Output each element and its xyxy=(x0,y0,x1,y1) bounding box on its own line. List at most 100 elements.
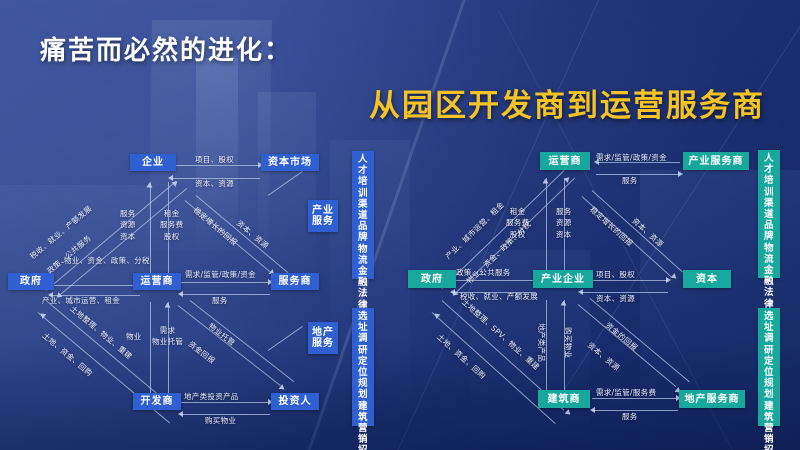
edge-zhengfu-yunying-a xyxy=(50,285,140,286)
edge-qiye-zibenshichang-b xyxy=(170,178,260,179)
listbox-industry-services[interactable]: 人才培训渠道品牌物流金融法律财税技术…… xyxy=(758,150,780,366)
node-qiye[interactable]: 企业 xyxy=(130,154,176,171)
listbox-item: 物流 xyxy=(763,242,774,265)
arrow-head xyxy=(578,289,583,295)
node-touziren[interactable]: 投资人 xyxy=(271,393,319,410)
label-property-funds-policy-tax: 物业、资金、政策、分税 xyxy=(64,256,150,265)
listbox-item: 定位 xyxy=(357,355,368,379)
label-demand-regulation-policy-funds: 需求/监管/政策/资金 xyxy=(185,270,256,279)
edge-yunying-fuwushang-a xyxy=(180,282,270,283)
listbox-item: 法律 xyxy=(357,288,368,311)
arrow-head xyxy=(268,279,273,285)
listbox-item: 调研 xyxy=(763,333,774,356)
listbox-item: 招商 xyxy=(760,445,778,450)
page-title: 痛苦而必然的进化： xyxy=(40,36,293,66)
listbox-property-services[interactable]: 选址调研定位规划建筑营销招商物管…… xyxy=(758,308,780,450)
edge-chanyeqiye-jianzhu-a xyxy=(546,300,547,398)
label-service-top: 服务 xyxy=(622,176,638,185)
edge-qiye-yunying-b xyxy=(168,182,169,282)
label-rent-fee-equity: 租金 服务费 股权 xyxy=(160,209,184,241)
node-label: 资本 xyxy=(696,273,718,285)
listbox-item: 定位 xyxy=(763,355,774,379)
edge-zhengfu-chanyeqiye-b xyxy=(452,292,536,293)
edge-qiye-yunying-a xyxy=(150,182,151,282)
node-dichan-fuwushang[interactable]: 地产服务商 xyxy=(679,390,745,408)
node-label: 产业企业 xyxy=(541,273,585,285)
edge-yunying-chanyeqiye-a xyxy=(546,178,547,280)
listbox-item: 选址 xyxy=(763,311,774,334)
right-diagram: 运营商 产业服务商 政府 产业企业 资本 建筑商 地产服务商 人才培训渠道品牌物… xyxy=(400,140,800,450)
node-label-line2: 服务 xyxy=(312,338,334,349)
listbox-item: 招商 xyxy=(354,445,372,450)
node-chanye-fuwu[interactable]: 产业 服务 xyxy=(308,200,338,232)
listbox-item: 人才 xyxy=(357,154,368,177)
listbox-item: 渠道 xyxy=(357,198,368,222)
node-jianzhushang[interactable]: 建筑商 xyxy=(538,390,590,408)
listbox-item: 人才 xyxy=(763,153,774,176)
node-label-line1: 地产 xyxy=(312,327,334,338)
label-realestate-investment-product: 地产类投资产品 xyxy=(184,392,239,401)
label-service-resource-capital: 服务 资源 资本 xyxy=(120,209,136,241)
label-service-resource-capital: 服务 资源 资本 xyxy=(556,207,572,239)
node-chanye-fuwushang[interactable]: 产业服务商 xyxy=(683,152,749,170)
arrow-head xyxy=(542,178,549,184)
label-buy-property: 购买物业 xyxy=(563,327,573,359)
label-capital-resource-2: 资本、资源 xyxy=(596,294,635,303)
listbox-item: 培训 xyxy=(357,176,368,199)
label-qiye-to-capital: 项目、股权 xyxy=(195,155,234,164)
label-buy-property: 购买物业 xyxy=(205,416,237,425)
node-yunyingshang[interactable]: 运营商 xyxy=(133,273,181,290)
node-chanye-qiye[interactable]: 产业企业 xyxy=(533,270,593,288)
arrow-head xyxy=(678,171,683,177)
node-kaifashang[interactable]: 开发商 xyxy=(133,393,181,410)
node-yunyingshang[interactable]: 运营商 xyxy=(540,152,590,170)
label-demand-regulation-policy-funds: 需求/监管/政策/资金 xyxy=(596,153,667,162)
edge-kaifa-touziren-a xyxy=(180,402,270,403)
label-tax-employment: 税收、就业、产额发展 xyxy=(460,292,538,301)
listbox-property-services[interactable]: 选址调研定位规划建筑营销招商物管…… xyxy=(352,308,374,450)
node-label: 服务商 xyxy=(278,276,312,287)
label-policy-public-service: 政策、公共服务 xyxy=(456,268,511,277)
arrow-head xyxy=(450,289,455,295)
edge-dichanfuwu-connector xyxy=(267,326,303,351)
listbox-item: 渠道 xyxy=(763,197,774,221)
arrow-head xyxy=(146,182,153,188)
edge-zhengfu-yunying-b xyxy=(50,295,140,296)
edge-jianzhu-dichanfuwu-a xyxy=(592,398,678,399)
page-subtitle: 从园区开发商到运营服务商 xyxy=(369,88,765,124)
node-zhengfu[interactable]: 政府 xyxy=(8,273,54,290)
node-fuwushang[interactable]: 服务商 xyxy=(271,273,319,290)
node-label: 运营商 xyxy=(548,155,582,167)
listbox-industry-services[interactable]: 人才培训渠道品牌物流金融法律财税技术…… xyxy=(352,151,374,367)
edge-zhengfu-chanyeqiye-a xyxy=(452,280,536,281)
node-label: 投资人 xyxy=(278,396,312,407)
listbox-item: 金融 xyxy=(763,265,774,288)
listbox-item: 品牌 xyxy=(357,221,368,244)
edge-ziben-yunying xyxy=(591,190,683,273)
node-dichan-fuwu[interactable]: 地产 服务 xyxy=(308,322,338,354)
edge-chanyeqiye-ziben-b xyxy=(580,292,668,293)
node-label: 政府 xyxy=(421,273,443,285)
node-label: 产业服务商 xyxy=(688,155,744,167)
label-tax-employment: 税收、就业、产额发展 xyxy=(28,204,94,262)
arrow-head xyxy=(564,409,573,417)
node-ziben[interactable]: 资本 xyxy=(683,270,731,288)
node-zhengfu[interactable]: 政府 xyxy=(408,270,456,288)
node-label-line1: 产业 xyxy=(312,205,334,216)
listbox-item: 物流 xyxy=(357,243,368,266)
node-zibenshichang[interactable]: 资本市场 xyxy=(261,154,319,171)
arrow-head xyxy=(560,300,567,306)
listbox-item: 选址 xyxy=(357,311,368,334)
arrow-head xyxy=(670,273,679,281)
node-label: 资本市场 xyxy=(268,157,312,168)
listbox-item: 营销 xyxy=(763,423,774,446)
edge-qiye-zibenshichang-a xyxy=(170,165,260,166)
listbox-item: 品牌 xyxy=(763,220,774,243)
label-capital-resource-3: 资本、资源 xyxy=(585,340,622,373)
arrow-head xyxy=(590,407,595,413)
listbox-item: 建筑 xyxy=(357,400,368,423)
edge-jianzhu-dichanfuwu-b xyxy=(592,410,678,411)
arrow-head xyxy=(278,384,287,392)
label-capital-to-qiye: 资本、资源 xyxy=(195,179,234,188)
